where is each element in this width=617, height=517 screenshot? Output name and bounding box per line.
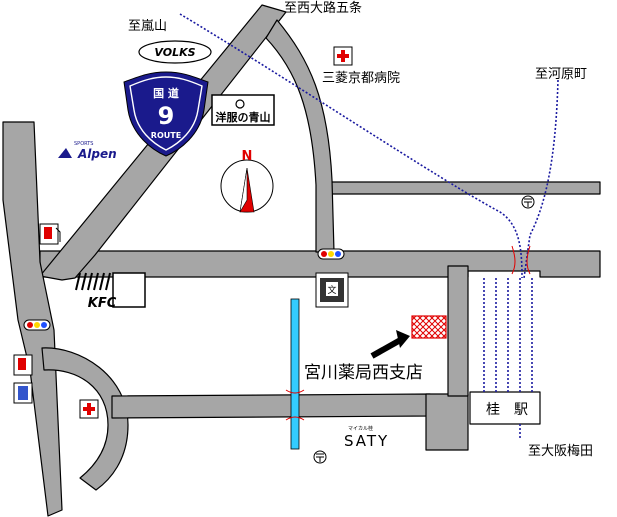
traffic-signal bbox=[317, 248, 345, 260]
compass-north-label: N bbox=[242, 149, 253, 164]
post-office-icon-2 bbox=[313, 450, 327, 464]
volks-logo: VOLKS bbox=[138, 40, 212, 64]
label-saty: SATY bbox=[344, 432, 389, 450]
post-office-icon bbox=[521, 195, 535, 209]
rail-crossing-marks bbox=[285, 245, 531, 421]
gas-station-icon bbox=[39, 223, 61, 245]
label-station: 桂 駅 bbox=[486, 402, 528, 418]
svg-text:KFC: KFC bbox=[88, 296, 117, 311]
compass: N bbox=[220, 149, 274, 213]
hospital-icon bbox=[333, 46, 353, 66]
pharmacy-arrow-icon bbox=[370, 330, 410, 359]
svg-text:SPORTS: SPORTS bbox=[74, 141, 93, 147]
alpen-logo: SPORTS Alpen bbox=[58, 141, 117, 161]
label-to-kawaramachi: 至河原町 bbox=[535, 67, 587, 82]
curved-branch-road bbox=[265, 19, 335, 253]
label-to-nishioji-gojo: 至西大路五条 bbox=[284, 0, 362, 16]
label-saty-small: マイカル桂 bbox=[348, 425, 373, 432]
lower-vertical-road bbox=[425, 393, 469, 451]
clinic-icon bbox=[79, 399, 99, 419]
label-to-arashiyama: 至嵐山 bbox=[128, 19, 167, 34]
route-shield-number: 9 bbox=[158, 102, 175, 130]
traffic-signal-2 bbox=[23, 319, 51, 331]
route-9-shield: 国 道 9 ROUTE bbox=[123, 71, 209, 157]
compass-needle-outline bbox=[239, 167, 248, 213]
route-shield-top: 国 道 bbox=[153, 86, 179, 100]
roundabout-road bbox=[41, 347, 129, 491]
kfc-logo: KFC bbox=[75, 272, 146, 311]
text-labels: 至嵐山 至西大路五条 三菱京都病院 至河原町 宮川薬局西支店 桂 駅 至大阪梅田… bbox=[128, 0, 593, 459]
pharmacy-location-marker bbox=[411, 315, 447, 339]
svg-text:VOLKS: VOLKS bbox=[154, 46, 195, 59]
gas-station-icon-2 bbox=[13, 354, 33, 376]
route-shield-bottom: ROUTE bbox=[151, 131, 181, 140]
canal bbox=[290, 298, 300, 450]
upper-right-road bbox=[329, 181, 601, 195]
aoyama-logo: 洋服の青山 bbox=[211, 94, 275, 126]
post-box-icon bbox=[13, 382, 33, 404]
label-to-osaka-umeda: 至大阪梅田 bbox=[528, 444, 593, 459]
label-hospital: 三菱京都病院 bbox=[322, 71, 400, 86]
svg-text:文: 文 bbox=[327, 284, 336, 296]
label-pharmacy: 宮川薬局西支店 bbox=[304, 363, 423, 383]
railway-tracks bbox=[179, 13, 559, 440]
left-vertical-road bbox=[2, 121, 63, 517]
station-block bbox=[469, 391, 541, 425]
station-access-road bbox=[447, 265, 469, 397]
lower-road bbox=[111, 393, 431, 419]
school-icon: 文 bbox=[315, 272, 349, 308]
roads bbox=[2, 4, 601, 517]
svg-text:Alpen: Alpen bbox=[77, 147, 117, 161]
svg-text:洋服の青山: 洋服の青山 bbox=[216, 110, 271, 124]
